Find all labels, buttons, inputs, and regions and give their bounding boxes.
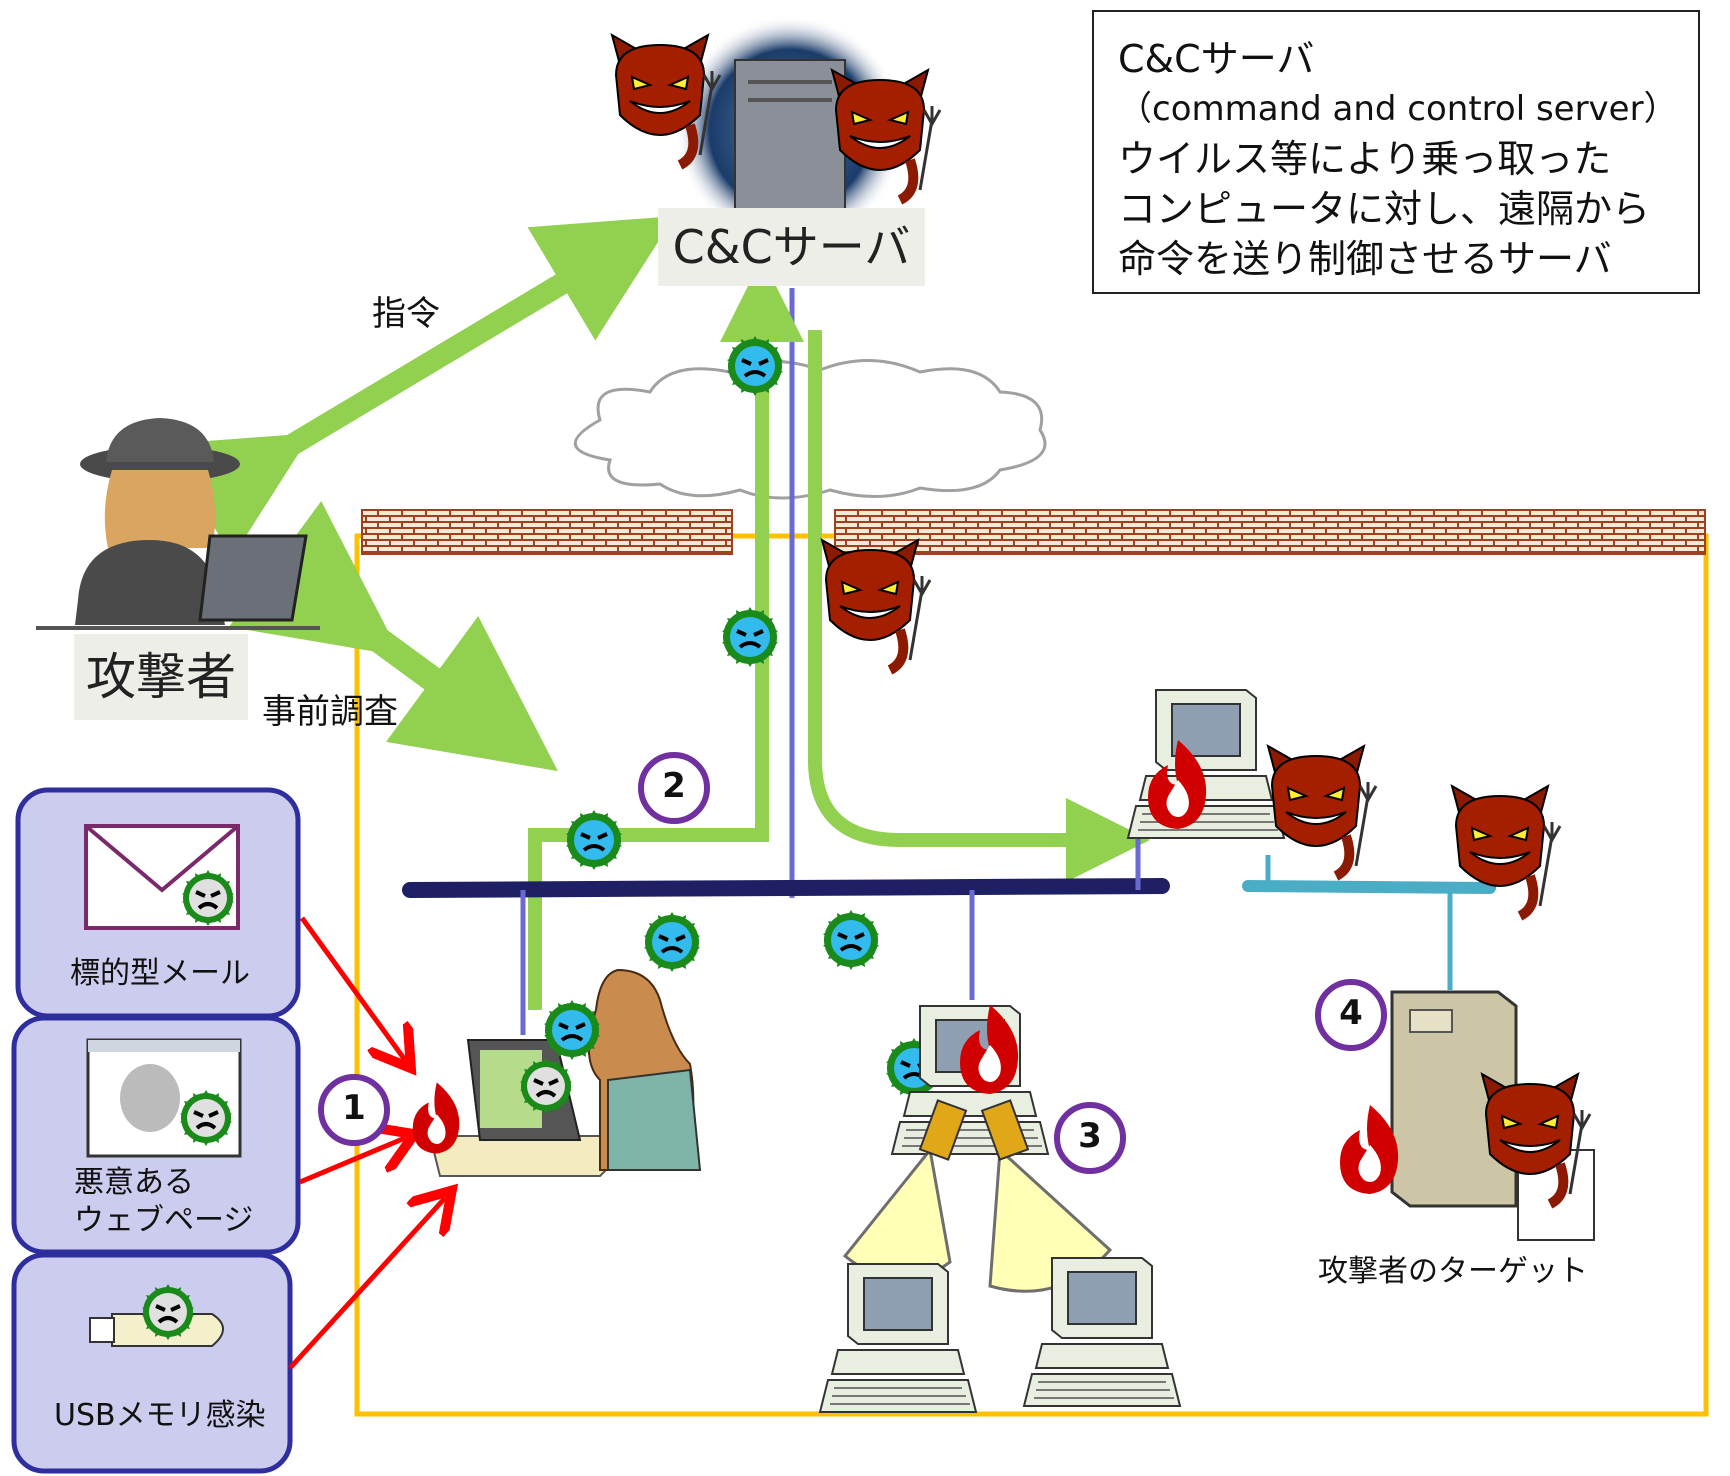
- segment-link: [1242, 880, 1496, 894]
- target-server-icon: [1390, 990, 1518, 1208]
- step-circle-4: [1315, 979, 1387, 1051]
- devil-icon: [1268, 746, 1376, 876]
- spread-arrow: [808, 330, 1150, 882]
- step-circle-1: [318, 1074, 390, 1146]
- source-box-usb: [11, 1252, 293, 1474]
- cc-server-slots: [748, 80, 832, 102]
- virus-icon: [564, 808, 624, 872]
- recon-arrow: [228, 500, 558, 772]
- command-label: 指令: [372, 294, 440, 334]
- step-circle-3: [1054, 1102, 1126, 1174]
- recon-label: 事前調査: [262, 692, 398, 732]
- attacker-hair: [104, 470, 216, 548]
- step-number-2: 2: [662, 766, 686, 806]
- infection-arrow-web: [299, 1138, 405, 1185]
- definition-line: 命令を送り制御させるサーバ: [1118, 237, 1612, 281]
- attacker-body: [75, 540, 225, 625]
- step-number-3: 3: [1078, 1116, 1102, 1156]
- definition-title: C&Cサーバ: [1118, 37, 1315, 81]
- flashlight-icon: [980, 1099, 1030, 1161]
- scan-beam-left: [842, 1146, 952, 1281]
- infection-arrow-usb: [288, 1198, 445, 1370]
- command-arrow: [164, 216, 675, 558]
- attacker-laptop: [198, 534, 308, 622]
- virus-icon: [821, 908, 881, 972]
- lan-backbone: [402, 878, 1170, 898]
- devil-icon: [1452, 786, 1560, 916]
- cc-server-label: C&Cサーバ: [658, 208, 925, 286]
- source-label-web: 悪意ある ウェブページ: [74, 1165, 254, 1238]
- exfil-arrow: [528, 258, 804, 1010]
- definition-line: コンピュータに対し、遠隔から: [1118, 187, 1651, 231]
- fire-icon: [1340, 1105, 1399, 1194]
- definition-subtitle: （command and control server）: [1118, 89, 1678, 129]
- virus-icon: [642, 910, 702, 974]
- source-label-mail: 標的型メール: [70, 956, 250, 991]
- firewall-left: [361, 509, 733, 555]
- devil-icon: [822, 540, 930, 670]
- attacker-label: 攻撃者: [74, 634, 248, 720]
- definition-box: C&Cサーバ （command and control server） ウイルス…: [1092, 10, 1700, 294]
- step-circle-2: [638, 752, 710, 824]
- virus-icon: [720, 605, 780, 669]
- cc-server-icon: [734, 59, 846, 211]
- infection-arrow-mail: [299, 916, 405, 1060]
- step-number-1: 1: [342, 1088, 366, 1128]
- firewall-right: [834, 509, 1706, 555]
- skull-icon: [120, 1064, 180, 1132]
- target-label: 攻撃者のターゲット: [1318, 1254, 1588, 1289]
- attacker-hat-crown: [106, 418, 214, 462]
- flashlight-icon: [918, 1099, 968, 1161]
- step-number-4: 4: [1339, 993, 1363, 1033]
- source-label-usb: USBメモリ感染: [54, 1398, 266, 1433]
- definition-line: ウイルス等により乗っ取った: [1118, 137, 1612, 181]
- pc-icon: [1127, 689, 1285, 839]
- fire-icon: [412, 1082, 460, 1154]
- pc-icon: [819, 1263, 977, 1413]
